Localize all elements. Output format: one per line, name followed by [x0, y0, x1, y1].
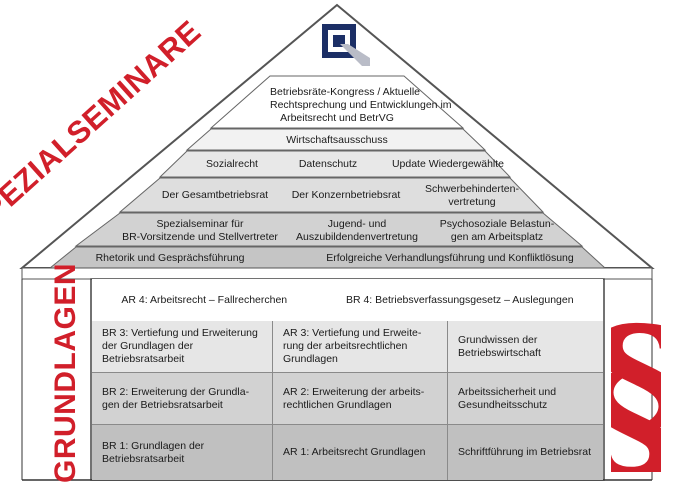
paragraph-icon: § — [611, 292, 661, 472]
roof-tier-1 — [209, 75, 465, 129]
roof-text-jav: Jugend- und Auszubildendenvertretung — [295, 218, 418, 243]
cell-bwl: Grundwissen der Betriebswirtschaft — [448, 321, 603, 373]
roof-text-sozialrecht: Sozialrecht — [206, 158, 258, 170]
cell-ar4-fallrecherchen: AR 4: Arbeitsrecht – Fallrecherchen — [121, 293, 288, 306]
row-level-3: BR 3: Vertiefung und Erweiterung der Gru… — [92, 321, 603, 373]
roof-tier-5 — [74, 212, 584, 247]
roof-text-konzernbr: Der Konzernbetriebsrat — [291, 189, 401, 201]
cell-br3: BR 3: Vertiefung und Erweiterung der Gru… — [92, 321, 273, 373]
roof-text-brvorsitz: Spezialseminar für BR-Vorsitzende und St… — [122, 218, 278, 243]
cell-ar3: AR 3: Vertiefung und Erweite- rung der a… — [273, 321, 448, 373]
roof-text-datenschutz: Datenschutz — [298, 158, 358, 170]
roof-text-wirtschaft: Wirtschaftsausschuss — [286, 134, 388, 146]
roof-text-verhandlung: Erfolgreiche Verhandlungsführung und Kon… — [326, 252, 574, 264]
cell-br4-betrvg: BR 4: Betriebsverfassungsgesetz – Ausleg… — [345, 293, 574, 306]
row-level-2: BR 2: Erweiterung der Grundla- gen der B… — [92, 373, 603, 425]
roof-text-schwerbeh: Schwerbehinderten- vertretung — [425, 183, 519, 208]
roof-text-update: Update Wiedergewählte — [391, 158, 505, 170]
roof-text-kongress: Betriebsräte-Kongress / Aktuelle Rechtsp… — [270, 86, 452, 124]
roof-text-rhetorik: Rhetorik und Gesprächsführung — [95, 252, 245, 264]
roof-tier-2 — [185, 128, 487, 151]
roof-tier-3 — [158, 150, 512, 178]
row-ar4: AR 4: Arbeitsrecht – Fallrecherchen BR 4… — [92, 279, 603, 322]
cell-arbeitssicherheit: Arbeitssicherheit und Gesundheitsschutz — [448, 373, 603, 425]
row-level-1: BR 1: Grundlagen der Betriebsratsarbeit … — [92, 425, 603, 480]
roof-text-gesamtbr: Der Gesamtbetriebsrat — [161, 189, 269, 201]
svg-text:§: § — [611, 292, 661, 472]
cell-br2: BR 2: Erweiterung der Grundla- gen der B… — [92, 373, 273, 425]
roof-text-psycho: Psychosoziale Belastun- gen am Arbeitspl… — [439, 218, 555, 243]
roof-tier-4 — [118, 177, 545, 213]
cell-schriftfuehrung: Schriftführung im Betriebsrat — [458, 446, 592, 458]
logo-q-icon — [322, 24, 370, 66]
cell-ar2: AR 2: Erweiterung der arbeits- rechtlich… — [273, 373, 448, 425]
cell-ar1: AR 1: Arbeitsrecht Grundlagen — [273, 425, 448, 480]
grundlagen-label: GRUNDLAGEN — [49, 263, 82, 483]
roof-eave — [21, 267, 653, 280]
cell-br1: BR 1: Grundlagen der Betriebsratsarbeit — [92, 425, 273, 480]
